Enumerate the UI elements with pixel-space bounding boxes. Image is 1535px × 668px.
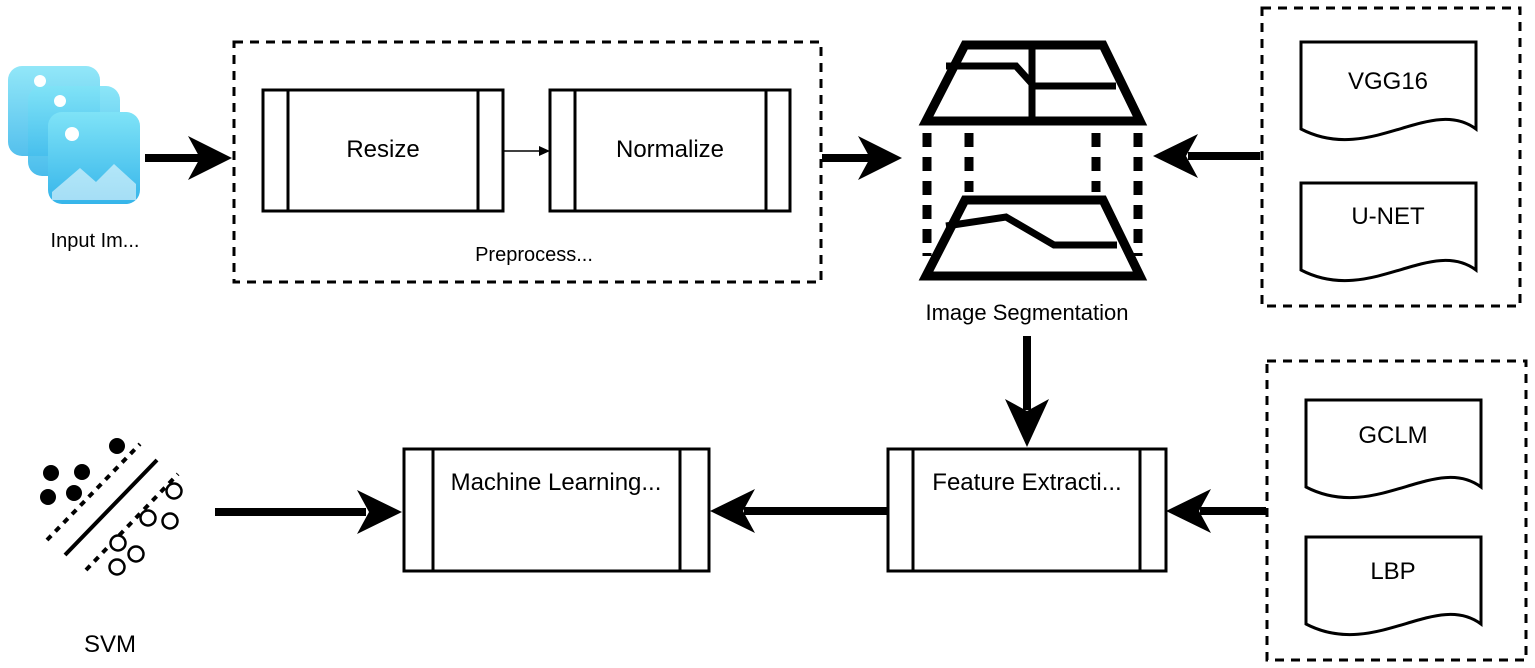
- normalize-process-box[interactable]: [548, 88, 792, 213]
- gclm-label: GCLM: [1358, 422, 1427, 449]
- resize-label: Resize: [346, 136, 419, 163]
- lbp-document-shape: [1304, 535, 1483, 636]
- arrow-feature-to-ml: [710, 489, 887, 533]
- resize-process-box[interactable]: [261, 88, 505, 213]
- feature-extraction-label: Feature Extracti...: [932, 469, 1121, 496]
- stacked-images-icon: [8, 66, 140, 204]
- unet-label: U-NET: [1351, 203, 1425, 230]
- unet-document-shape: [1299, 181, 1478, 282]
- svm-scatter-icon: [40, 438, 183, 576]
- preprocess-label: Preprocess...: [475, 244, 593, 266]
- vgg16-document-shape: [1299, 40, 1478, 141]
- input-label: Input Im...: [51, 230, 140, 252]
- segmentation-models-group: [1260, 6, 1522, 308]
- arrow-resize-to-normalize: [504, 146, 550, 156]
- preprocess-group: [232, 40, 823, 284]
- feature-descriptors-group: [1265, 359, 1528, 662]
- normalize-label: Normalize: [616, 136, 724, 163]
- arrow-svm-to-ml: [215, 490, 402, 534]
- vgg16-label: VGG16: [1348, 68, 1428, 95]
- layered-map-icon: [918, 40, 1148, 281]
- machine-learning-process-box[interactable]: [402, 447, 711, 573]
- arrow-input-to-preprocess: [145, 136, 232, 180]
- segmentation-label: Image Segmentation: [925, 300, 1128, 325]
- arrow-segmentation-to-feature: [1005, 336, 1049, 447]
- machine-learning-label: Machine Learning...: [451, 469, 662, 496]
- lbp-label: LBP: [1370, 558, 1415, 585]
- svm-label: SVM: [84, 631, 136, 658]
- gclm-document-shape: [1304, 398, 1483, 499]
- arrow-preprocess-to-segmentation: [822, 136, 902, 180]
- feature-extraction-process-box[interactable]: [886, 447, 1168, 573]
- arrow-models-to-segmentation: [1153, 134, 1260, 178]
- arrow-descriptors-to-feature: [1166, 489, 1266, 533]
